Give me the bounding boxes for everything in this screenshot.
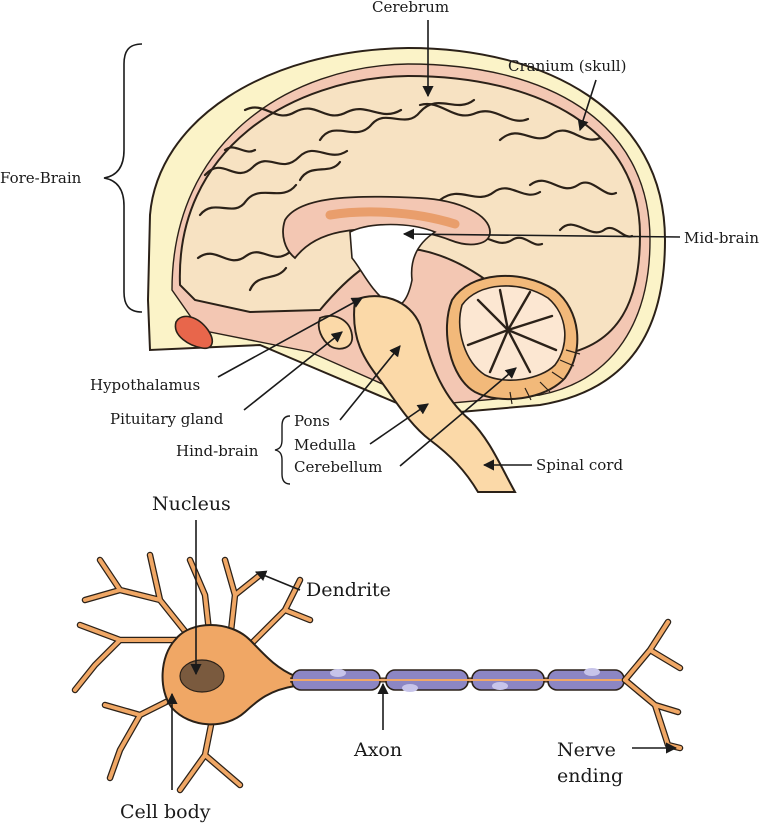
label-cerebrum: Cerebrum: [372, 0, 449, 16]
label-pons: Pons: [294, 412, 330, 430]
dendrites: [71, 551, 314, 794]
label-dendrite: Dendrite: [306, 579, 391, 601]
label-hypothalamus: Hypothalamus: [90, 376, 200, 394]
label-cranium: Cranium (skull): [508, 57, 626, 75]
label-nucleus: Nucleus: [152, 493, 231, 515]
label-forebrain: Fore-Brain: [0, 169, 82, 187]
axon: [290, 668, 630, 692]
label-hindbrain: Hind-brain: [176, 442, 259, 460]
label-nerve-ending-line1: Nerve: [557, 739, 616, 761]
neuron-diagram: Nucleus Dendrite Axon Nerve ending Cell …: [71, 493, 684, 823]
label-nerve-ending-line2: ending: [557, 765, 623, 787]
brain-diagram: Cerebrum Cranium (skull) Fore-Brain Mid-…: [0, 0, 759, 493]
cerebellum: [445, 274, 581, 405]
label-pituitary-gland: Pituitary gland: [110, 410, 224, 428]
ventricle: [349, 223, 437, 307]
label-midbrain: Mid-brain: [684, 229, 759, 247]
label-cerebellum: Cerebellum: [294, 458, 382, 476]
label-cell-body: Cell body: [120, 801, 211, 823]
hindbrain-brace: [274, 415, 291, 485]
label-spinal-cord: Spinal cord: [536, 456, 623, 474]
nucleus: [179, 659, 225, 693]
eye: [174, 315, 214, 350]
cerebrum-folds: [196, 98, 634, 292]
nerve-ending: [621, 618, 684, 752]
label-axon: Axon: [353, 739, 402, 761]
label-medulla: Medulla: [294, 436, 356, 454]
forebrain-brace: [103, 43, 143, 313]
